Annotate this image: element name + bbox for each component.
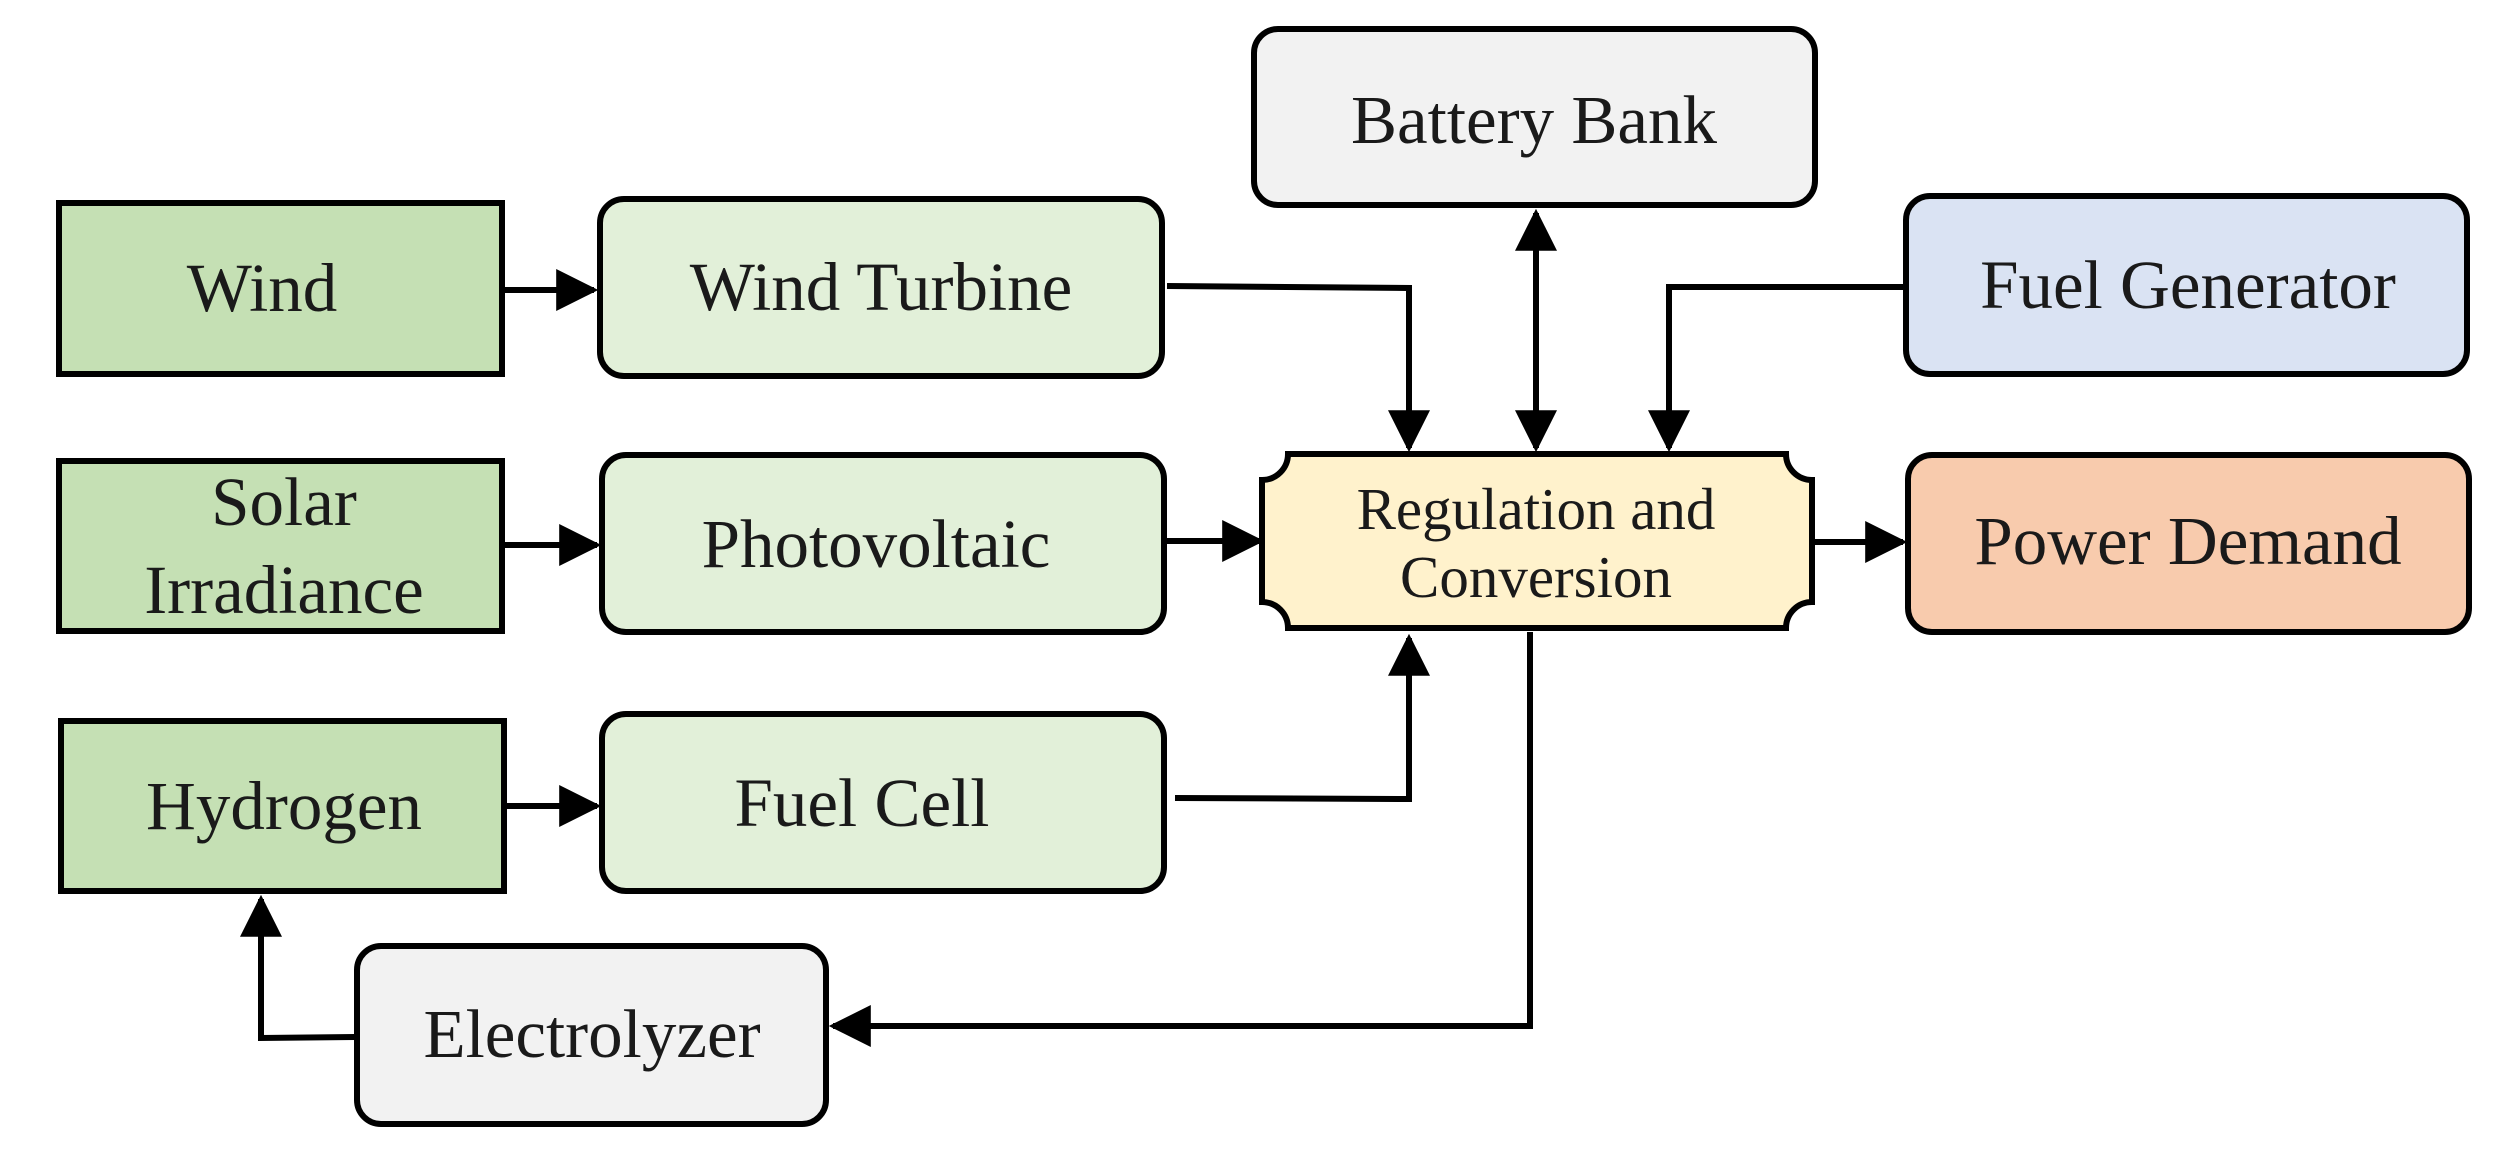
- node-wind-turbine-label: Wind Turbine: [690, 249, 1073, 325]
- node-fuel-generator[interactable]: Fuel Generator: [1903, 193, 2470, 377]
- node-power-demand[interactable]: Power Demand: [1905, 452, 2472, 635]
- edge-wind-turbine-to-regulation: [1166, 283, 1430, 453]
- node-electrolyzer-label: Electrolyzer: [423, 996, 760, 1072]
- node-battery-bank-box: [1251, 26, 1818, 208]
- node-battery-bank-label: Battery Bank: [1351, 82, 1717, 158]
- node-electrolyzer[interactable]: Electrolyzer: [354, 943, 829, 1127]
- node-wind-label: Wind: [187, 250, 338, 326]
- node-fuel-cell[interactable]: Fuel Cell: [599, 711, 1167, 894]
- node-wind-turbine-box: [597, 196, 1165, 379]
- node-battery-bank[interactable]: Battery Bank: [1251, 26, 1818, 208]
- node-hydrogen[interactable]: Hydrogen: [58, 718, 507, 894]
- node-fuel-generator-box: [1903, 193, 2470, 377]
- node-regulation-label-line1: Regulation and: [1357, 476, 1716, 542]
- node-solar-irradiance[interactable]: Solar Irradiance: [56, 458, 505, 634]
- node-power-demand-box: [1905, 452, 2472, 635]
- node-photovoltaic-label: Photovoltaic: [702, 506, 1051, 582]
- node-regulation-conversion[interactable]: Regulation and Conversion: [1259, 451, 1815, 631]
- edge-fuel-generator-to-regulation: [1648, 284, 1905, 453]
- node-photovoltaic-box: [599, 452, 1167, 635]
- node-regulation-label-line2: Conversion: [1400, 544, 1672, 610]
- node-fuel-cell-label: Fuel Cell: [735, 765, 990, 841]
- node-solar-box: [56, 458, 505, 634]
- node-photovoltaic[interactable]: Photovoltaic: [599, 452, 1167, 635]
- node-fuel-cell-box: [599, 711, 1167, 894]
- node-fuel-generator-label: Fuel Generator: [1980, 247, 2396, 323]
- node-regulation-box: [1259, 451, 1815, 631]
- edge-fuel-cell-to-regulation: [1174, 633, 1430, 803]
- node-power-demand-label: Power Demand: [1974, 503, 2401, 579]
- node-wind-box: [56, 200, 505, 377]
- node-hydrogen-label: Hydrogen: [146, 768, 422, 844]
- edges: [240, 208, 1908, 1047]
- node-electrolyzer-box: [354, 943, 829, 1127]
- edge-regulation-to-electrolyzer: [828, 632, 1533, 1047]
- node-hydrogen-box: [58, 718, 507, 894]
- edge-electrolyzer-to-hydrogen: [240, 894, 356, 1042]
- node-solar-label-line2: Irradiance: [144, 552, 424, 628]
- node-wind-turbine[interactable]: Wind Turbine: [597, 196, 1165, 379]
- node-wind[interactable]: Wind: [56, 200, 505, 377]
- node-solar-label-line1: Solar: [211, 464, 357, 540]
